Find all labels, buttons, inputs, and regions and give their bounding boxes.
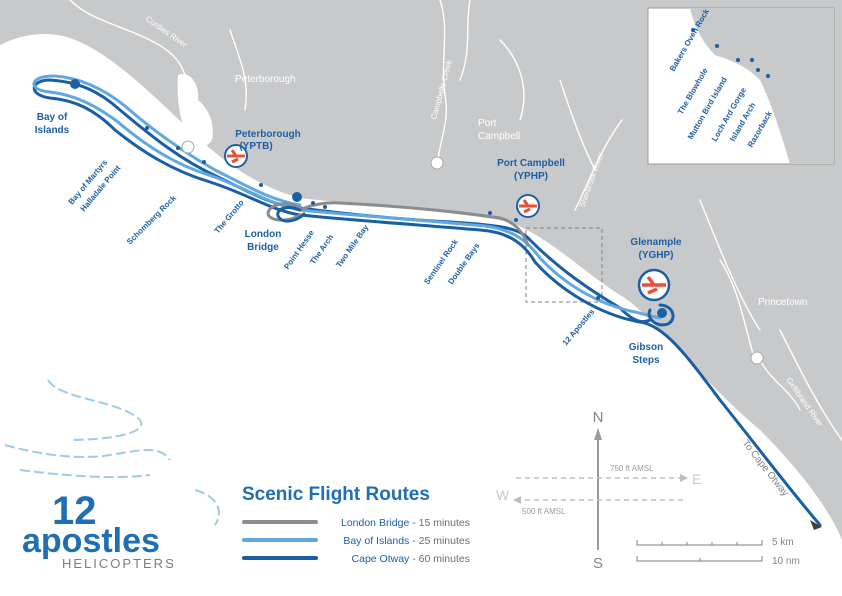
helipad-peterborough bbox=[224, 144, 248, 168]
river-lines bbox=[69, 0, 842, 441]
helipad-code-port-campbell: (YPHP) bbox=[514, 171, 548, 182]
scale-km: 5 km bbox=[772, 537, 794, 548]
route-cape-otway-loop bbox=[276, 206, 306, 223]
compass-lower: 500 ft AMSL bbox=[522, 507, 566, 516]
logo-swirl-icon bbox=[4, 379, 220, 526]
legend-route-bay-of-islands: Bay of Islands - 25 minutes bbox=[343, 535, 470, 547]
compass-w: W bbox=[496, 487, 510, 503]
helipad-label-port-campbell: Port Campbell bbox=[497, 158, 565, 169]
feature-schomberg: Schomberg Rock bbox=[125, 193, 178, 246]
feature-markers bbox=[70, 79, 667, 318]
legend-title: Scenic Flight Routes bbox=[242, 484, 430, 505]
legend-swatches bbox=[242, 520, 318, 560]
route-lines bbox=[32, 74, 822, 527]
compass-e: E bbox=[692, 471, 701, 487]
logo-number: 12 bbox=[52, 489, 97, 533]
legend-route-cape-otway: Cape Otway - 60 minutes bbox=[352, 553, 470, 565]
town-port-campbell-2: Campbell bbox=[478, 131, 520, 142]
feature-12-apostles: 12 Apostles bbox=[561, 307, 597, 347]
logo-word: apostles bbox=[22, 522, 160, 560]
helipad-label-glenample: Glenample bbox=[630, 237, 682, 248]
feature-grotto: The Grotto bbox=[213, 198, 246, 235]
compass: N S E W 750 ft AMSL 500 ft AMSL bbox=[496, 409, 701, 572]
scale-nm: 10 nm bbox=[772, 556, 800, 567]
inset-land bbox=[690, 8, 834, 164]
route-glenample-loop bbox=[647, 303, 675, 327]
place-london-bridge-2: Bridge bbox=[247, 242, 279, 253]
town-markers bbox=[181, 140, 764, 365]
route-london-bridge-loop bbox=[266, 202, 302, 222]
helipad-port-campbell bbox=[516, 194, 540, 218]
route-london-bridge bbox=[298, 201, 530, 247]
helipad-code-glenample: (YGHP) bbox=[639, 250, 674, 261]
compass-n: N bbox=[593, 409, 604, 426]
inset-zoom-area bbox=[525, 227, 603, 303]
town-port-campbell-1: Port bbox=[478, 118, 497, 129]
feature-point-hesse: Point Hesse bbox=[282, 228, 316, 271]
cape-otway-arrow bbox=[810, 520, 822, 530]
town-peterborough: Peterborough bbox=[235, 74, 296, 85]
town-princetown: Princetown bbox=[758, 297, 807, 308]
feature-two-mile-bay: Two Mile Bay bbox=[334, 223, 370, 270]
logo-sub: HELICOPTERS bbox=[62, 556, 176, 571]
place-london-bridge-1: London bbox=[245, 229, 282, 240]
legend-route-london-bridge: London Bridge - 15 minutes bbox=[341, 517, 470, 529]
helipad-label-peterborough: Peterborough bbox=[235, 129, 301, 140]
scale-bar bbox=[636, 540, 763, 562]
place-bay-of-islands-2: Islands bbox=[35, 125, 70, 136]
compass-s: S bbox=[593, 555, 603, 572]
helipad-glenample bbox=[637, 268, 671, 302]
place-gibson-1: Gibson bbox=[629, 342, 663, 353]
route-bay-of-islands bbox=[32, 74, 662, 320]
helipad-code-peterborough: (YPTB) bbox=[239, 141, 272, 152]
compass-upper: 750 ft AMSL bbox=[610, 464, 654, 473]
place-bay-of-islands-1: Bay of bbox=[37, 112, 68, 123]
place-gibson-2: Steps bbox=[632, 355, 660, 366]
curdies-inlet bbox=[177, 74, 213, 148]
